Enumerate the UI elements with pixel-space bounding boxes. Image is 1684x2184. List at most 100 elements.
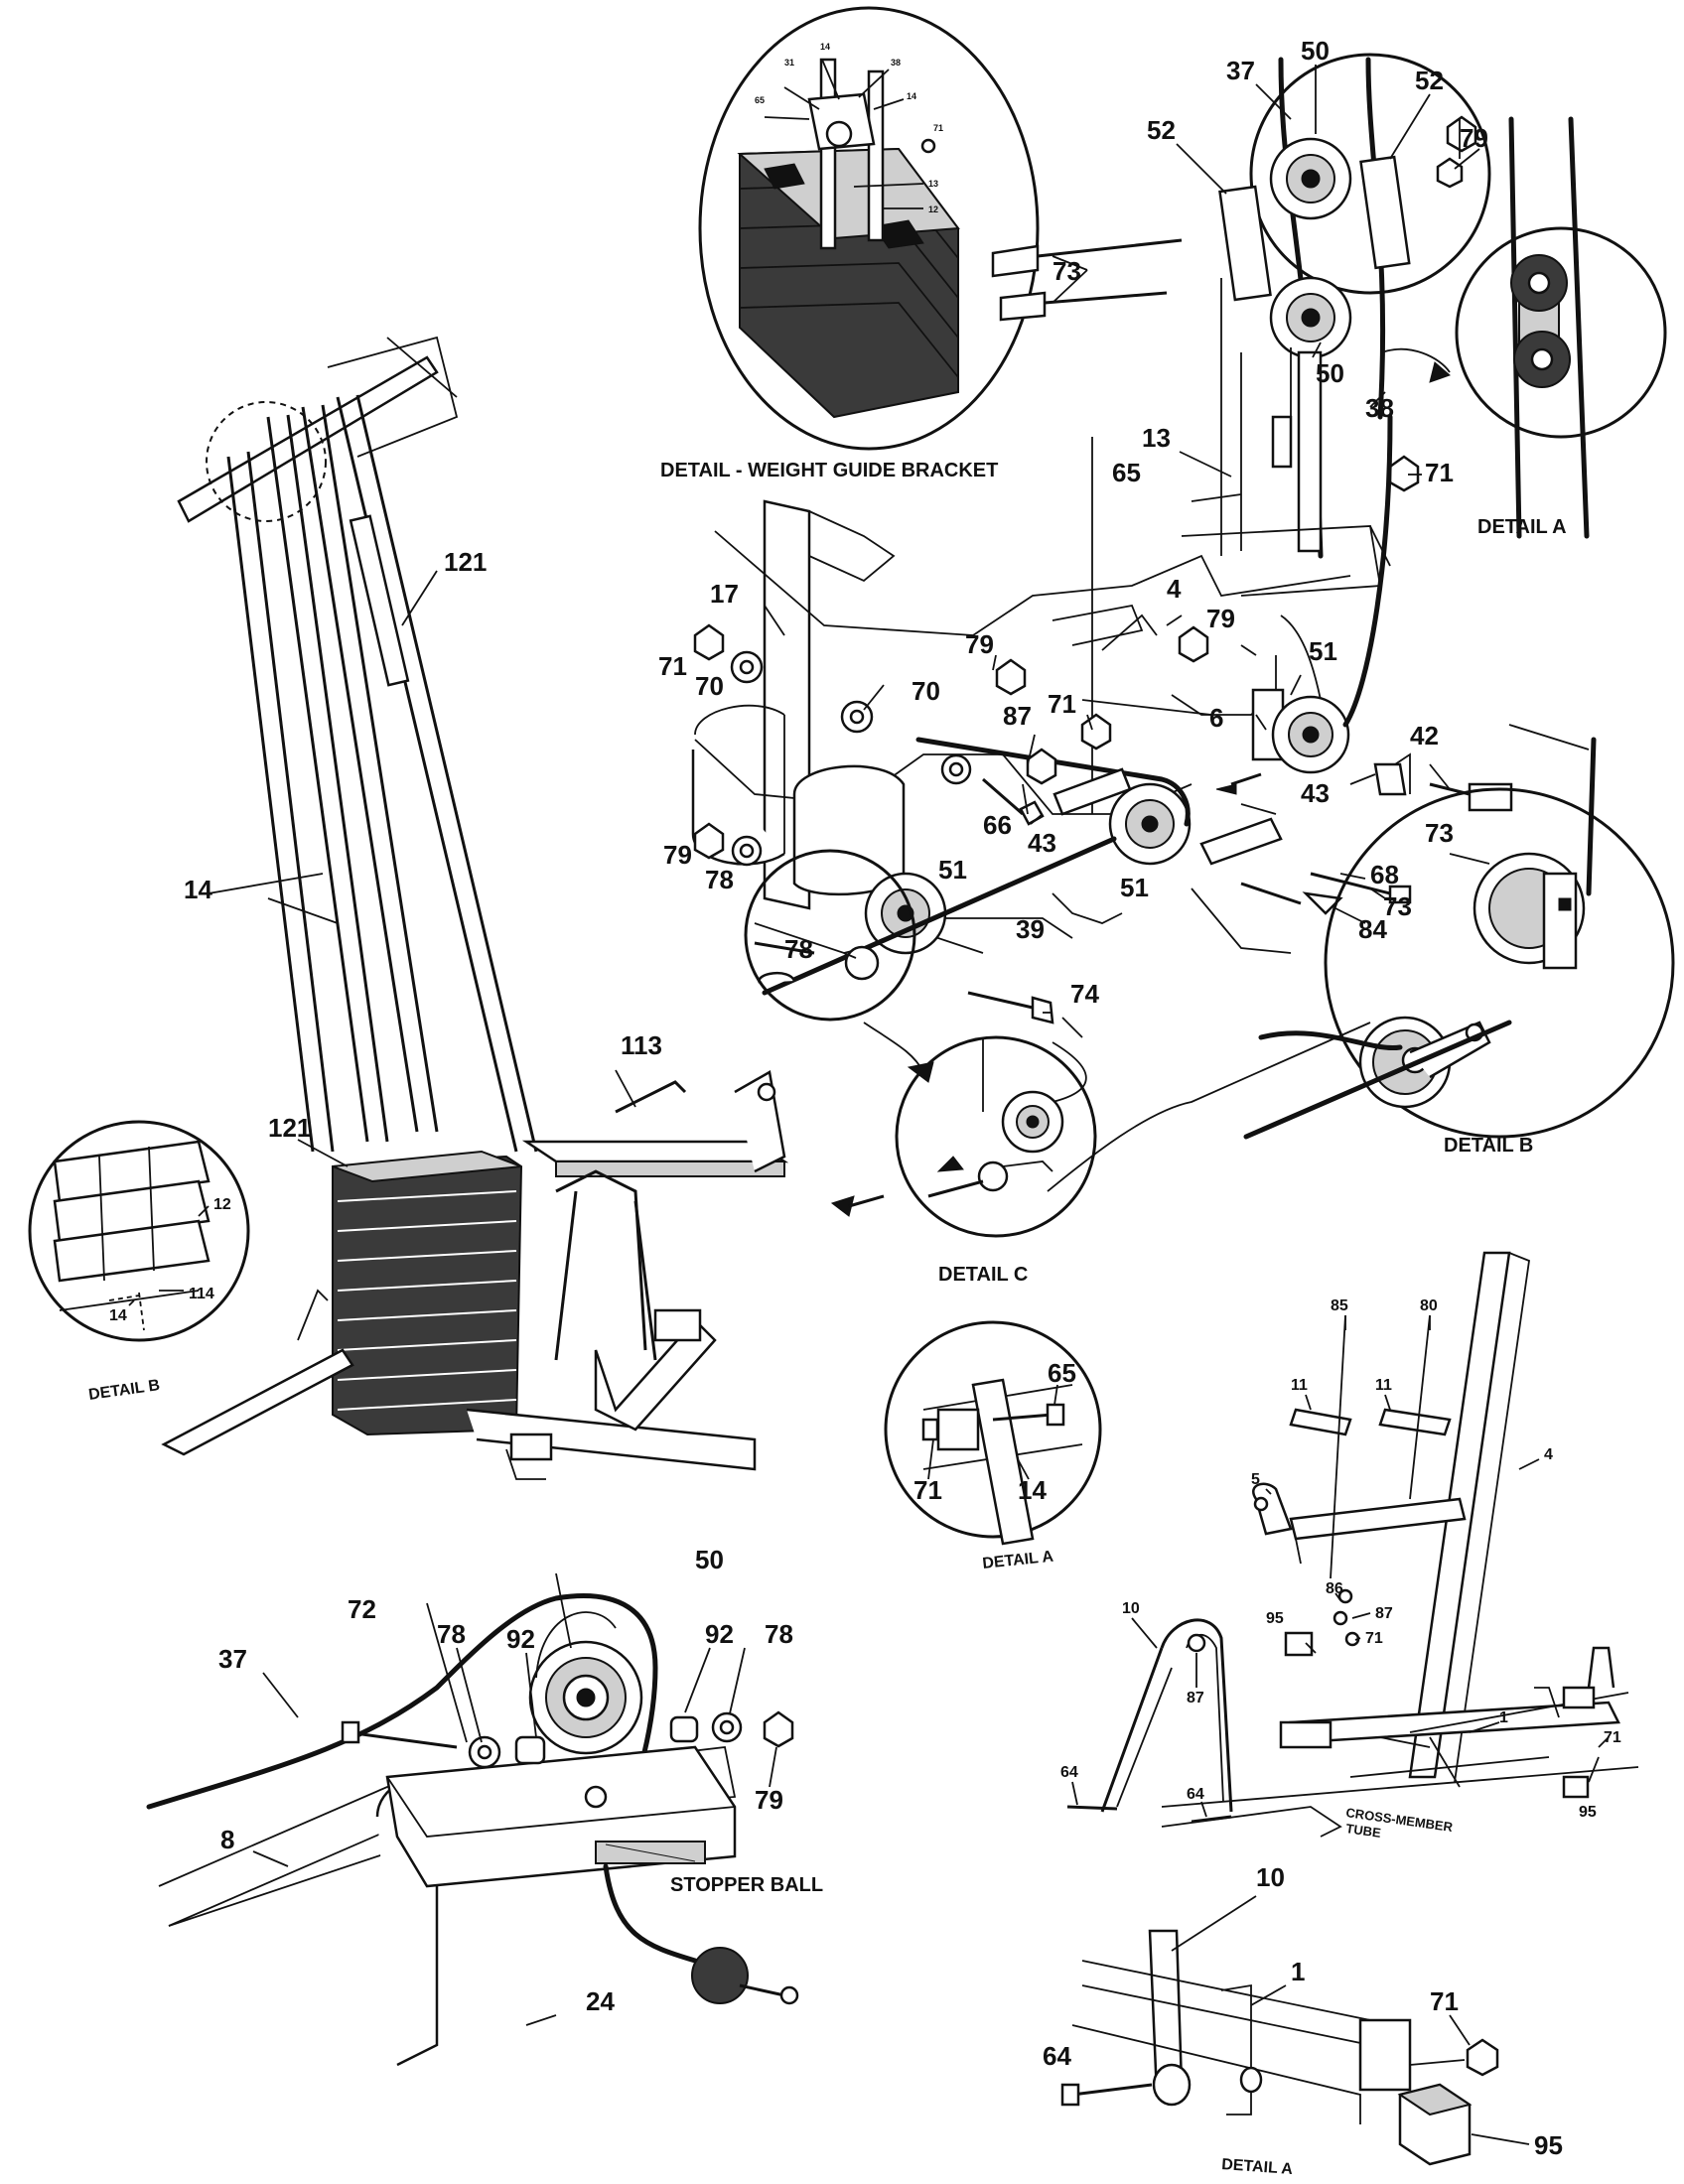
callout-92: 92 <box>705 1619 734 1649</box>
caption-detail-a-top: DETAIL A <box>1477 516 1567 538</box>
callout-14: 14 <box>184 875 212 904</box>
callout-10: 10 <box>1122 1600 1140 1617</box>
callout-51: 51 <box>938 855 967 885</box>
callout-50: 50 <box>695 1545 724 1574</box>
callout-74: 74 <box>1070 979 1099 1009</box>
callout-85: 85 <box>1331 1297 1348 1314</box>
callout-71: 71 <box>1365 1630 1383 1647</box>
callout-66: 66 <box>983 810 1012 840</box>
callout-31: 31 <box>784 58 794 68</box>
callout-51: 51 <box>1309 636 1337 666</box>
callout-71: 71 <box>933 123 943 133</box>
callout-73: 73 <box>1425 818 1454 848</box>
callout-numbers: 37 50 52 52 79 73 50 38 13 65 71 17 4 79… <box>109 36 1621 2160</box>
callout-71: 71 <box>913 1475 942 1505</box>
callout-52: 52 <box>1147 115 1176 145</box>
callout-52: 52 <box>1415 66 1444 95</box>
caption-detail-b-left: DETAIL B <box>87 1377 161 1404</box>
callout-64: 64 <box>1060 1764 1078 1781</box>
callout-14: 14 <box>820 42 830 52</box>
weight-guide-bracket-detail: 31 14 38 14 65 71 13 12 <box>698 6 1040 451</box>
caption-weight-guide-bracket: DETAIL - WEIGHT GUIDE BRACKET <box>660 460 998 481</box>
detail-b-left-circle <box>28 1120 250 1342</box>
left-pulley-circle <box>744 849 916 1022</box>
callout-121: 121 <box>444 547 487 577</box>
centre-hardware <box>693 623 1513 1024</box>
callout-13: 13 <box>1142 423 1171 453</box>
callout-71: 71 <box>658 651 687 681</box>
leader-lines <box>128 65 1610 2145</box>
callout-113: 113 <box>621 1030 662 1060</box>
bottom-left-pulley-assembly <box>146 1593 799 2067</box>
callout-42: 42 <box>1410 721 1439 751</box>
caption-detail-c: DETAIL C <box>938 1264 1028 1286</box>
callout-80: 80 <box>1420 1297 1438 1314</box>
callout-8: 8 <box>220 1825 234 1854</box>
callout-1: 1 <box>1499 1709 1508 1726</box>
callout-38: 38 <box>1365 393 1394 423</box>
caption-stopper-ball: STOPPER BALL <box>670 1874 823 1896</box>
callout-92: 92 <box>506 1624 535 1654</box>
callout-6: 6 <box>1209 703 1223 733</box>
callout-79: 79 <box>1460 123 1488 153</box>
callout-38: 38 <box>891 58 901 68</box>
callout-51: 51 <box>1120 873 1149 902</box>
cable-upper-centre <box>915 737 1191 827</box>
cable-39 <box>762 836 1117 996</box>
callout-64: 64 <box>1043 2041 1071 2071</box>
callout-71: 71 <box>1425 458 1454 487</box>
detail-c-circle <box>830 1022 1097 1238</box>
callout-78: 78 <box>784 934 813 964</box>
callout-4: 4 <box>1544 1446 1553 1463</box>
callout-87: 87 <box>1003 701 1032 731</box>
pulley-51-centre <box>1108 782 1192 866</box>
detail-a-top-circle <box>1455 116 1667 539</box>
callout-71: 71 <box>1604 1729 1621 1746</box>
callout-114: 114 <box>189 1286 214 1302</box>
callout-5: 5 <box>1251 1471 1260 1488</box>
top-pulley-assembly <box>991 53 1491 559</box>
callout-37: 37 <box>218 1644 247 1674</box>
callout-39: 39 <box>1016 914 1045 944</box>
weight-stack <box>332 1150 523 1436</box>
callout-4: 4 <box>1167 574 1182 604</box>
bottom-right-frame <box>1066 1251 1639 1838</box>
callout-13: 13 <box>928 179 938 189</box>
callout-70: 70 <box>912 676 940 706</box>
callout-43: 43 <box>1028 828 1056 858</box>
callout-64: 64 <box>1187 1786 1204 1803</box>
callout-84: 84 <box>1358 914 1387 944</box>
detail-a-mid-circle <box>884 1320 1102 1546</box>
callout-14: 14 <box>907 91 916 101</box>
callout-43: 43 <box>1301 778 1330 808</box>
callout-50: 50 <box>1301 36 1330 66</box>
callout-24: 24 <box>586 1986 615 2016</box>
callout-95: 95 <box>1534 2130 1563 2160</box>
callout-50: 50 <box>1316 358 1344 388</box>
callout-12: 12 <box>928 205 938 214</box>
callout-73: 73 <box>1383 891 1412 921</box>
callout-68: 68 <box>1370 860 1399 889</box>
callout-78: 78 <box>765 1619 793 1649</box>
callout-87: 87 <box>1375 1605 1393 1622</box>
callout-72: 72 <box>348 1594 376 1624</box>
callout-14: 14 <box>109 1307 127 1324</box>
pulley-51-right <box>1251 688 1350 774</box>
callout-65: 65 <box>1112 458 1141 487</box>
callout-79: 79 <box>663 840 692 870</box>
cable-lower-right <box>1047 1022 1371 1192</box>
callout-17: 17 <box>710 579 739 609</box>
callout-11: 11 <box>1375 1377 1392 1394</box>
caption-detail-b-right: DETAIL B <box>1444 1135 1533 1157</box>
caption-detail-a-bottom: DETAIL A <box>1221 2156 1294 2178</box>
callout-70: 70 <box>695 671 724 701</box>
detail-a-bottom <box>1060 1929 1499 2166</box>
callout-79: 79 <box>965 629 994 659</box>
callout-65: 65 <box>755 95 765 105</box>
detail-b-right-circle <box>1243 724 1675 1140</box>
callout-121: 121 <box>268 1113 311 1143</box>
callout-71: 71 <box>1430 1986 1459 2016</box>
callout-87: 87 <box>1187 1690 1204 1706</box>
